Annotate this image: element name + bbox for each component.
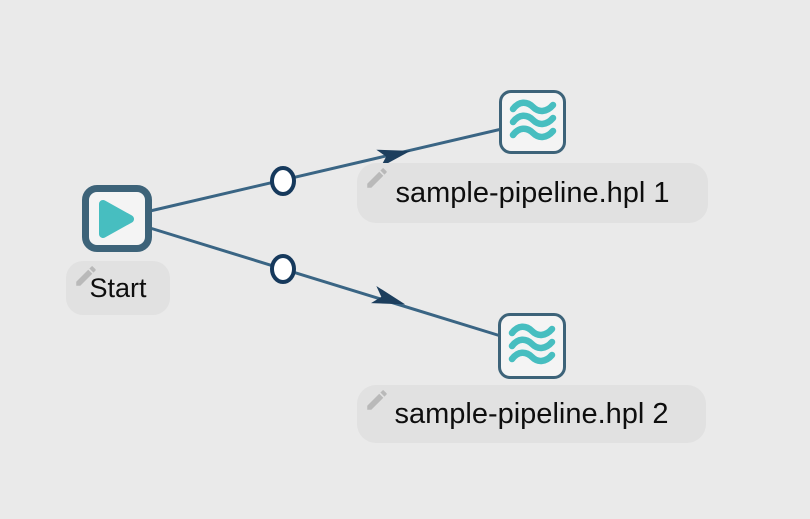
edit-pencil-icon xyxy=(76,266,96,286)
node-label: Start xyxy=(89,272,147,303)
hop-arrow-icon xyxy=(371,285,406,305)
node-pipeline-2[interactable] xyxy=(498,313,566,379)
node-label: sample-pipeline.hpl 2 xyxy=(394,397,669,430)
node-pipeline-1[interactable] xyxy=(499,90,566,154)
pipeline-waves-icon xyxy=(508,323,556,365)
play-icon xyxy=(99,199,134,238)
node-pipeline-1-label[interactable]: sample-pipeline.hpl 1 xyxy=(357,163,708,223)
hop-midpoint-circle-2[interactable] xyxy=(270,254,296,284)
node-start[interactable] xyxy=(82,185,152,252)
pipeline-waves-icon xyxy=(509,99,556,141)
node-start-label[interactable]: Start xyxy=(66,261,170,315)
edit-pencil-icon xyxy=(367,168,387,188)
node-pipeline-2-label[interactable]: sample-pipeline.hpl 2 xyxy=(357,385,706,443)
node-label: sample-pipeline.hpl 1 xyxy=(395,176,670,209)
hop-line-start-to-pipeline-1[interactable] xyxy=(149,126,507,213)
hop-arrow-icon xyxy=(376,149,411,168)
hop-line-start-to-pipeline-2[interactable] xyxy=(149,226,505,339)
edit-pencil-icon xyxy=(367,390,387,410)
hop-midpoint-circle-1[interactable] xyxy=(270,166,296,196)
